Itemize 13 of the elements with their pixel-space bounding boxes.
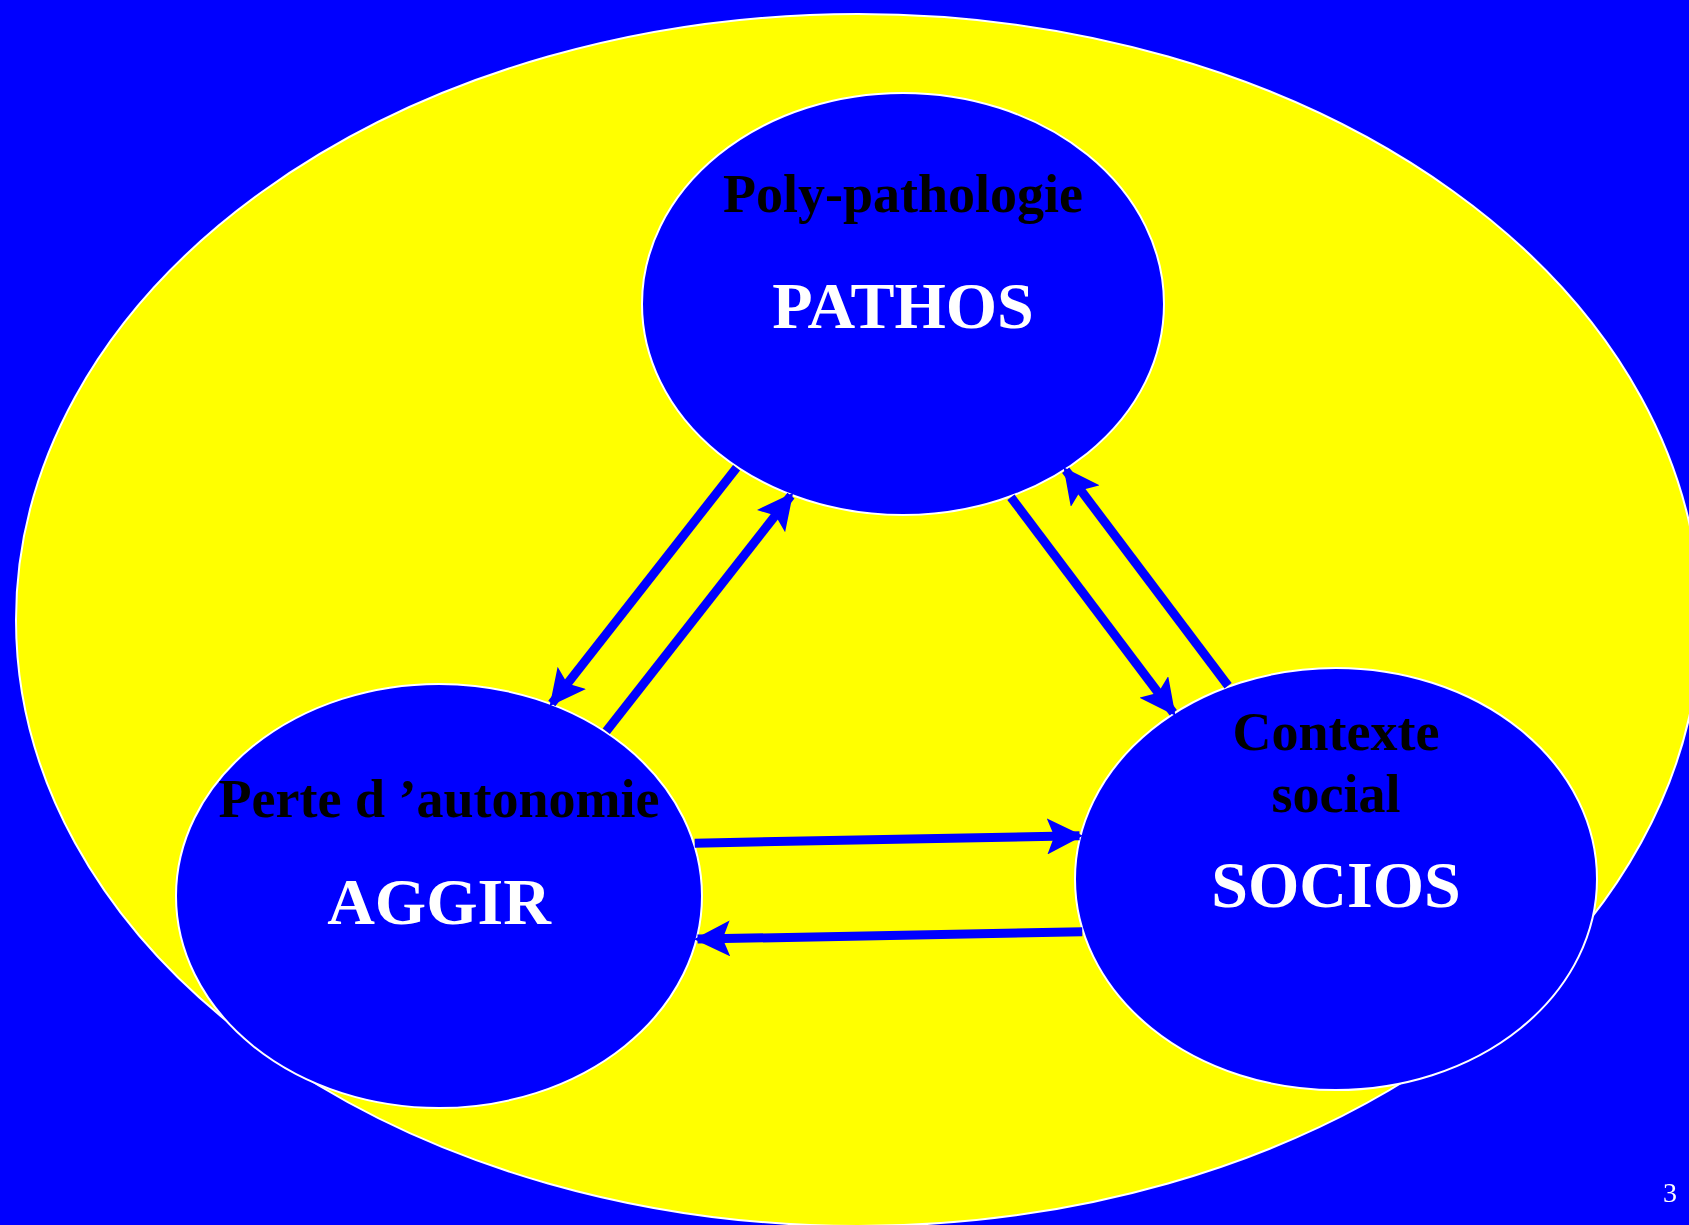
- node-title: AGGIR: [327, 864, 551, 940]
- arrow: [602, 492, 795, 734]
- arrow: [548, 464, 741, 707]
- node-title: PATHOS: [772, 268, 1034, 344]
- arrow: [693, 920, 1083, 957]
- page-number: 3: [1663, 1177, 1677, 1209]
- node-heading: Contexte social: [1231, 700, 1441, 826]
- node-heading: Poly-pathologie: [723, 162, 1083, 226]
- node-heading: Perte d ’autonomie: [218, 767, 660, 831]
- arrow: [1007, 494, 1177, 716]
- node-title: SOCIOS: [1211, 847, 1461, 923]
- arrow: [694, 818, 1084, 855]
- arrow: [1062, 467, 1232, 689]
